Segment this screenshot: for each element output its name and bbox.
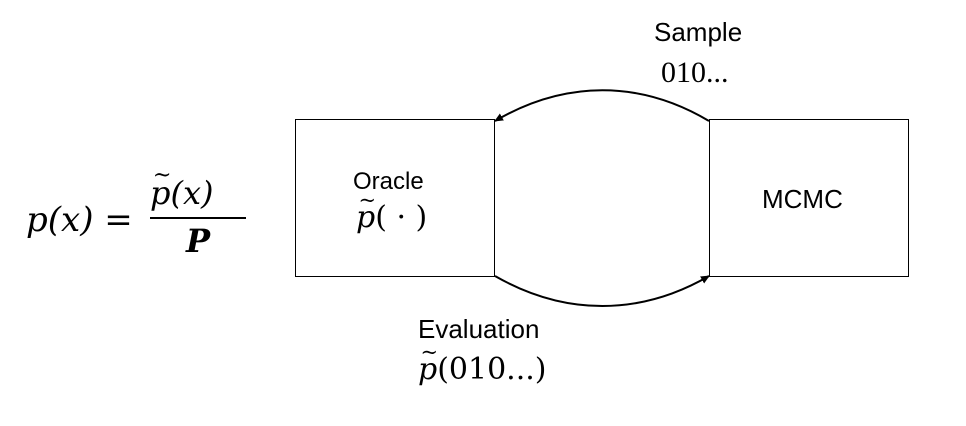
oracle-box	[295, 119, 495, 277]
normalization-formula: p(x) = p(x) P	[26, 162, 246, 270]
fraction-bar	[150, 217, 246, 219]
formula-numerator: p(x)	[150, 162, 214, 212]
sample-value: 010...	[661, 56, 729, 89]
evaluation-function-rest: (010...)	[437, 352, 547, 387]
mcmc-box	[709, 119, 909, 277]
oracle-function-p: p	[356, 188, 376, 235]
mcmc-title: MCMC	[762, 184, 843, 214]
oracle-function: p( · )	[356, 188, 428, 235]
evaluation-function-p: p	[418, 340, 438, 387]
formula-denominator: P	[186, 222, 211, 260]
formula-numerator-rest: (x)	[170, 174, 214, 212]
formula-lhs: p(x) =	[26, 200, 133, 240]
evaluation-title: Evaluation	[418, 314, 540, 344]
oracle-function-rest: ( · )	[375, 200, 428, 235]
sample-arrow	[494, 89, 710, 122]
evaluation-arrow	[494, 275, 710, 307]
sample-title: Sample	[654, 17, 743, 47]
formula-numerator-p: p	[150, 162, 172, 212]
evaluation-function: p(010...)	[418, 340, 547, 387]
